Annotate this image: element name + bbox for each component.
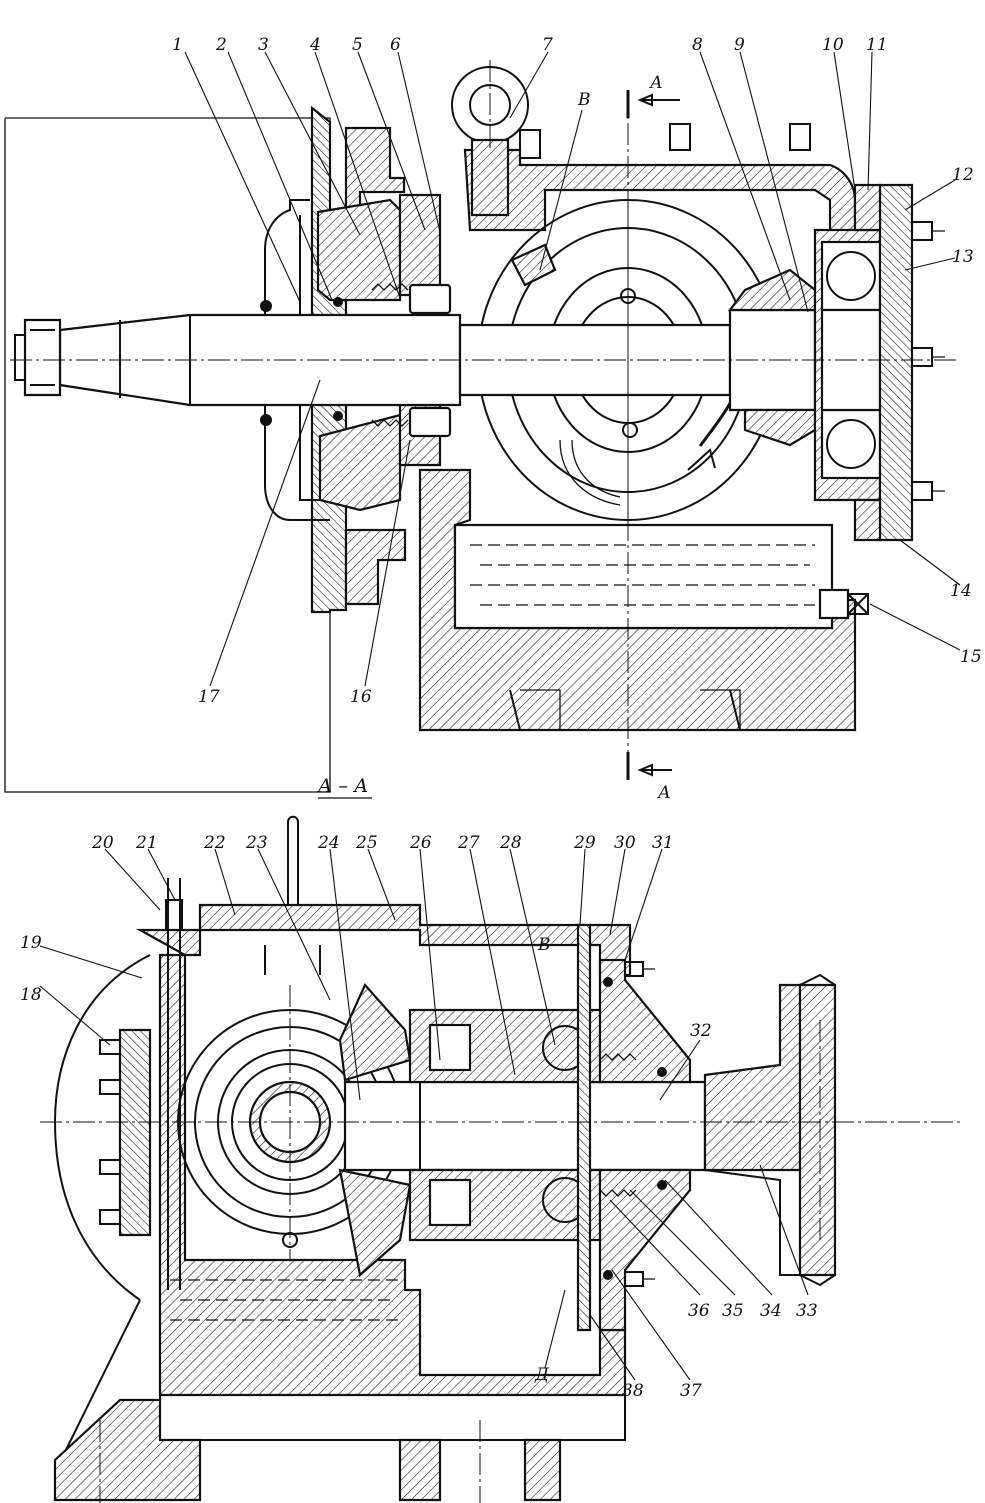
housing-wall-top xyxy=(463,148,857,237)
callout-3: 3 xyxy=(258,35,269,55)
callout-21: 21 xyxy=(135,833,158,853)
callout-4: 4 xyxy=(309,35,321,55)
leaders-bottom xyxy=(39,848,809,1381)
callout-10: 10 xyxy=(822,35,844,55)
top-section-view: А А В 1 2 3 4 5 6 7 8 9 10 11 12 13 14 1… xyxy=(4,35,982,803)
side-bolts xyxy=(99,1039,121,1225)
callout-33: 33 xyxy=(796,1301,818,1321)
callout-14: 14 xyxy=(950,581,972,601)
callout-32: 32 xyxy=(690,1021,712,1041)
section-mark-top: А xyxy=(649,73,663,93)
callout-35: 35 xyxy=(722,1301,744,1321)
detail-mark-b-top: В xyxy=(577,90,591,110)
callout-30: 30 xyxy=(614,833,636,853)
callout-13: 13 xyxy=(952,247,974,267)
callout-25: 25 xyxy=(355,833,378,853)
detail-mark-d: Д xyxy=(534,1365,550,1385)
callout-16: 16 xyxy=(350,687,372,707)
callout-38: 38 xyxy=(622,1381,644,1401)
callout-5: 5 xyxy=(352,35,363,55)
callout-2: 2 xyxy=(215,35,227,55)
leaders-top xyxy=(184,51,961,687)
output-shaft xyxy=(343,1080,707,1172)
shaft-nut xyxy=(23,318,62,397)
section-title: А – А xyxy=(316,775,368,797)
coupling-half xyxy=(703,983,802,1172)
callout-26: 26 xyxy=(409,833,432,853)
callout-1: 1 xyxy=(172,35,183,55)
drain-plug xyxy=(818,588,850,620)
eyebolt xyxy=(470,138,510,217)
end-cap xyxy=(598,958,692,1084)
callout-27: 27 xyxy=(457,833,480,853)
callout-15: 15 xyxy=(960,647,982,667)
callout-19: 19 xyxy=(20,933,42,953)
callout-31: 31 xyxy=(652,833,674,853)
bearing-cap xyxy=(316,198,402,302)
section-mark-bottom: А xyxy=(657,783,671,803)
callout-6: 6 xyxy=(390,35,401,55)
callout-9: 9 xyxy=(734,35,745,55)
callout-11: 11 xyxy=(866,35,888,55)
bottom-section-view: А – А xyxy=(20,775,960,1503)
callout-12: 12 xyxy=(952,165,974,185)
callout-18: 18 xyxy=(20,985,42,1005)
callout-22: 22 xyxy=(203,833,226,853)
callout-17: 17 xyxy=(198,687,220,707)
callout-24: 24 xyxy=(317,833,340,853)
callout-37: 37 xyxy=(680,1381,702,1401)
end-cover xyxy=(878,183,914,542)
bevel-gear xyxy=(338,983,412,1082)
callout-23: 23 xyxy=(245,833,268,853)
callout-8: 8 xyxy=(692,35,703,55)
callout-29: 29 xyxy=(573,833,596,853)
detail-mark-b-bottom: В xyxy=(537,935,551,955)
callout-7: 7 xyxy=(542,35,553,55)
callout-20: 20 xyxy=(91,833,114,853)
callout-28: 28 xyxy=(499,833,522,853)
cover-bolts xyxy=(519,123,811,159)
callout-34: 34 xyxy=(760,1301,782,1321)
callout-36: 36 xyxy=(688,1301,710,1321)
